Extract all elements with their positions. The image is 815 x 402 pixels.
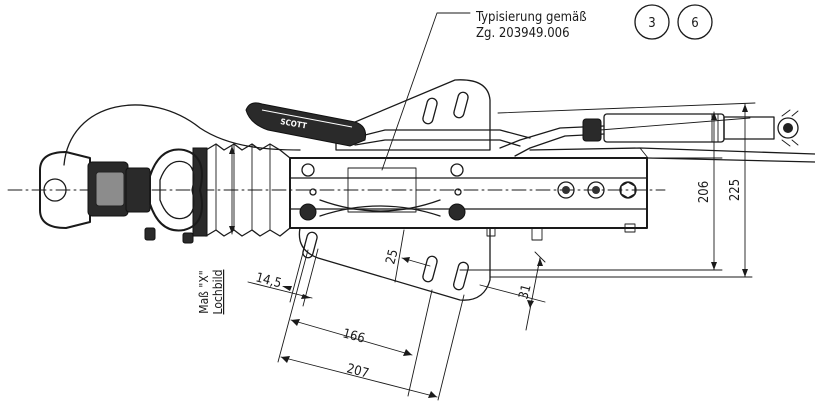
dim-166-text: 166 [341,326,366,346]
note-line-1: Typisierung gemäß [475,10,587,25]
reference-circle-6-label: 6 [691,16,698,31]
measure-x-dimension [229,145,235,235]
hole-pattern-text: Lochbild [211,270,225,315]
dimension-206: 206 [459,111,723,271]
dim-207-text: 207 [345,361,370,381]
reference-circle-6: 6 [677,4,713,40]
dimension-31: 31 [479,251,546,331]
dimension-14-5: 14,5 [247,244,319,307]
reference-circle-3: 3 [634,4,670,40]
hole-pattern-label: Maß "X" Lochbild [197,270,225,315]
upper-mounting-plate [335,79,491,151]
dim-206-text: 206 [697,181,712,203]
dim-225-text: 225 [728,179,743,201]
coupling-head [39,148,203,244]
dimension-225: 225 [489,103,753,278]
lower-mounting-plate [298,227,491,301]
breakaway-cable [63,104,301,166]
dim-31-text: 31 [516,283,534,301]
type-approval-note: Typisierung gemäß Zg. 203949.006 [381,10,587,171]
note-leader-line [381,12,471,171]
note-line-2: Zg. 203949.006 [476,26,570,41]
dimension-207: 207 [280,294,465,401]
coupling-handle: SCOTT [245,102,531,147]
measure-x-label: Maß "X" [197,270,211,313]
dimension-166: 166 [277,249,433,397]
dimension-25: 25 [383,229,431,283]
housing-bolts [299,163,637,221]
reference-circle-3-label: 3 [648,16,655,31]
dim-14-5-text: 14,5 [254,270,283,291]
dim-25-text: 25 [383,248,401,266]
damper [499,109,799,157]
